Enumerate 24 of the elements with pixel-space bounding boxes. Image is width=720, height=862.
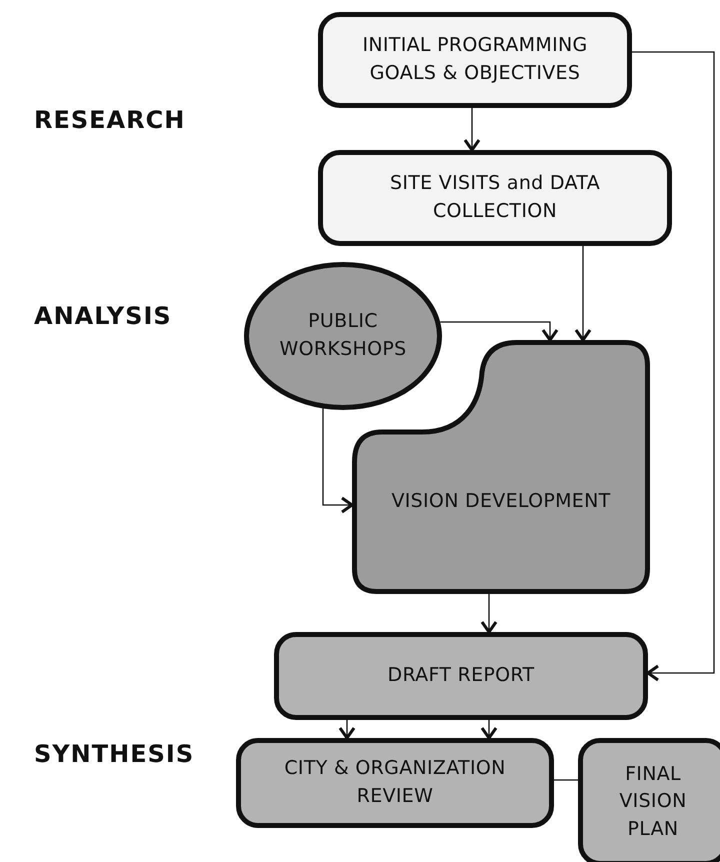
- node-label: VISION DEVELOPMENT: [391, 489, 611, 514]
- arrow: [632, 51, 715, 682]
- process-box: [274, 632, 648, 720]
- arrow: [338, 720, 356, 740]
- node-label: FINAL VISION PLAN: [618, 762, 688, 842]
- arrow: [480, 594, 498, 634]
- process-box: [318, 150, 672, 246]
- arrow: [574, 246, 592, 342]
- node-label: CITY & ORGANIZATION REVIEW: [283, 756, 507, 809]
- node-label: PUBLIC WORKSHOPS: [278, 309, 408, 362]
- arrow: [480, 720, 498, 740]
- process-box: [318, 12, 632, 108]
- process-box: [578, 738, 720, 862]
- connector-line: [554, 779, 578, 781]
- node-label: DRAFT REPORT: [388, 663, 534, 688]
- node-label: SITE VISITS and DATA COLLECTION: [388, 171, 602, 224]
- process-box: [236, 738, 554, 828]
- arrow: [440, 321, 558, 342]
- arrow: [322, 408, 354, 514]
- phase-label: ANALYSIS: [34, 302, 172, 330]
- node-label: INITIAL PROGRAMMING GOALS & OBJECTIVES: [361, 33, 589, 86]
- phase-label: SYNTHESIS: [34, 740, 194, 768]
- arrow: [464, 108, 480, 152]
- phase-label: RESEARCH: [34, 106, 186, 134]
